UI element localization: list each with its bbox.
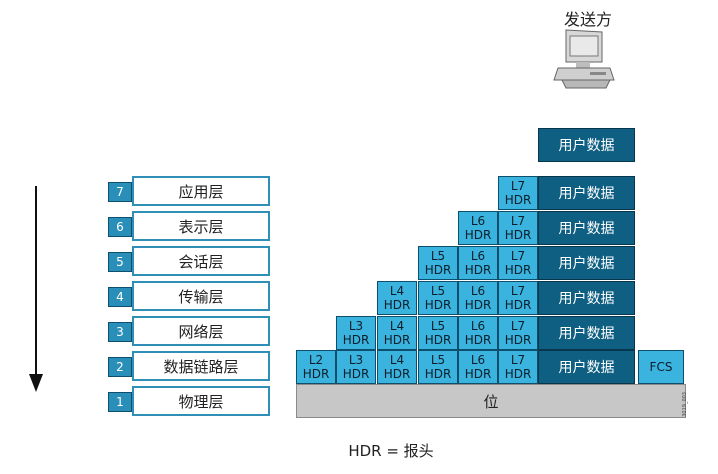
user-data-block: 用户数据 — [538, 211, 635, 245]
layer-number: 1 — [108, 392, 132, 412]
layer-number: 4 — [108, 287, 132, 307]
legend-caption: HDR = 报头 — [348, 442, 434, 460]
layer-number: 5 — [108, 252, 132, 272]
user-data-block: 用户数据 — [538, 316, 635, 350]
layer-name-transport: 传输层 — [132, 281, 270, 311]
user-data-block: 用户数据 — [538, 246, 635, 280]
layer-number: 3 — [108, 322, 132, 342]
fcs-trailer: FCS — [638, 350, 684, 384]
user-data-block: 用户数据 — [538, 350, 635, 384]
user-data-block: 用户数据 — [538, 176, 635, 210]
layer-name-application: 应用层 — [132, 176, 270, 206]
layer-number: 2 — [108, 357, 132, 377]
layer-name-presentation: 表示层 — [132, 211, 270, 241]
layer-name-network: 网络层 — [132, 316, 270, 346]
user-data-block: 用户数据 — [538, 281, 635, 315]
layer-number: 7 — [108, 182, 132, 202]
figure-code: 3019_003 — [682, 392, 688, 417]
down-arrow-icon — [29, 186, 43, 392]
computer-icon — [553, 29, 615, 89]
layer-number: 6 — [108, 217, 132, 237]
bits-bar: 位 — [296, 384, 686, 418]
layer-name-physical: 物理层 — [132, 386, 270, 416]
user-data-block: 用户数据 — [538, 128, 635, 162]
layer-name-data-link: 数据链路层 — [132, 351, 270, 381]
sender-label: 发送方 — [563, 10, 612, 29]
layer-name-session: 会话层 — [132, 246, 270, 276]
